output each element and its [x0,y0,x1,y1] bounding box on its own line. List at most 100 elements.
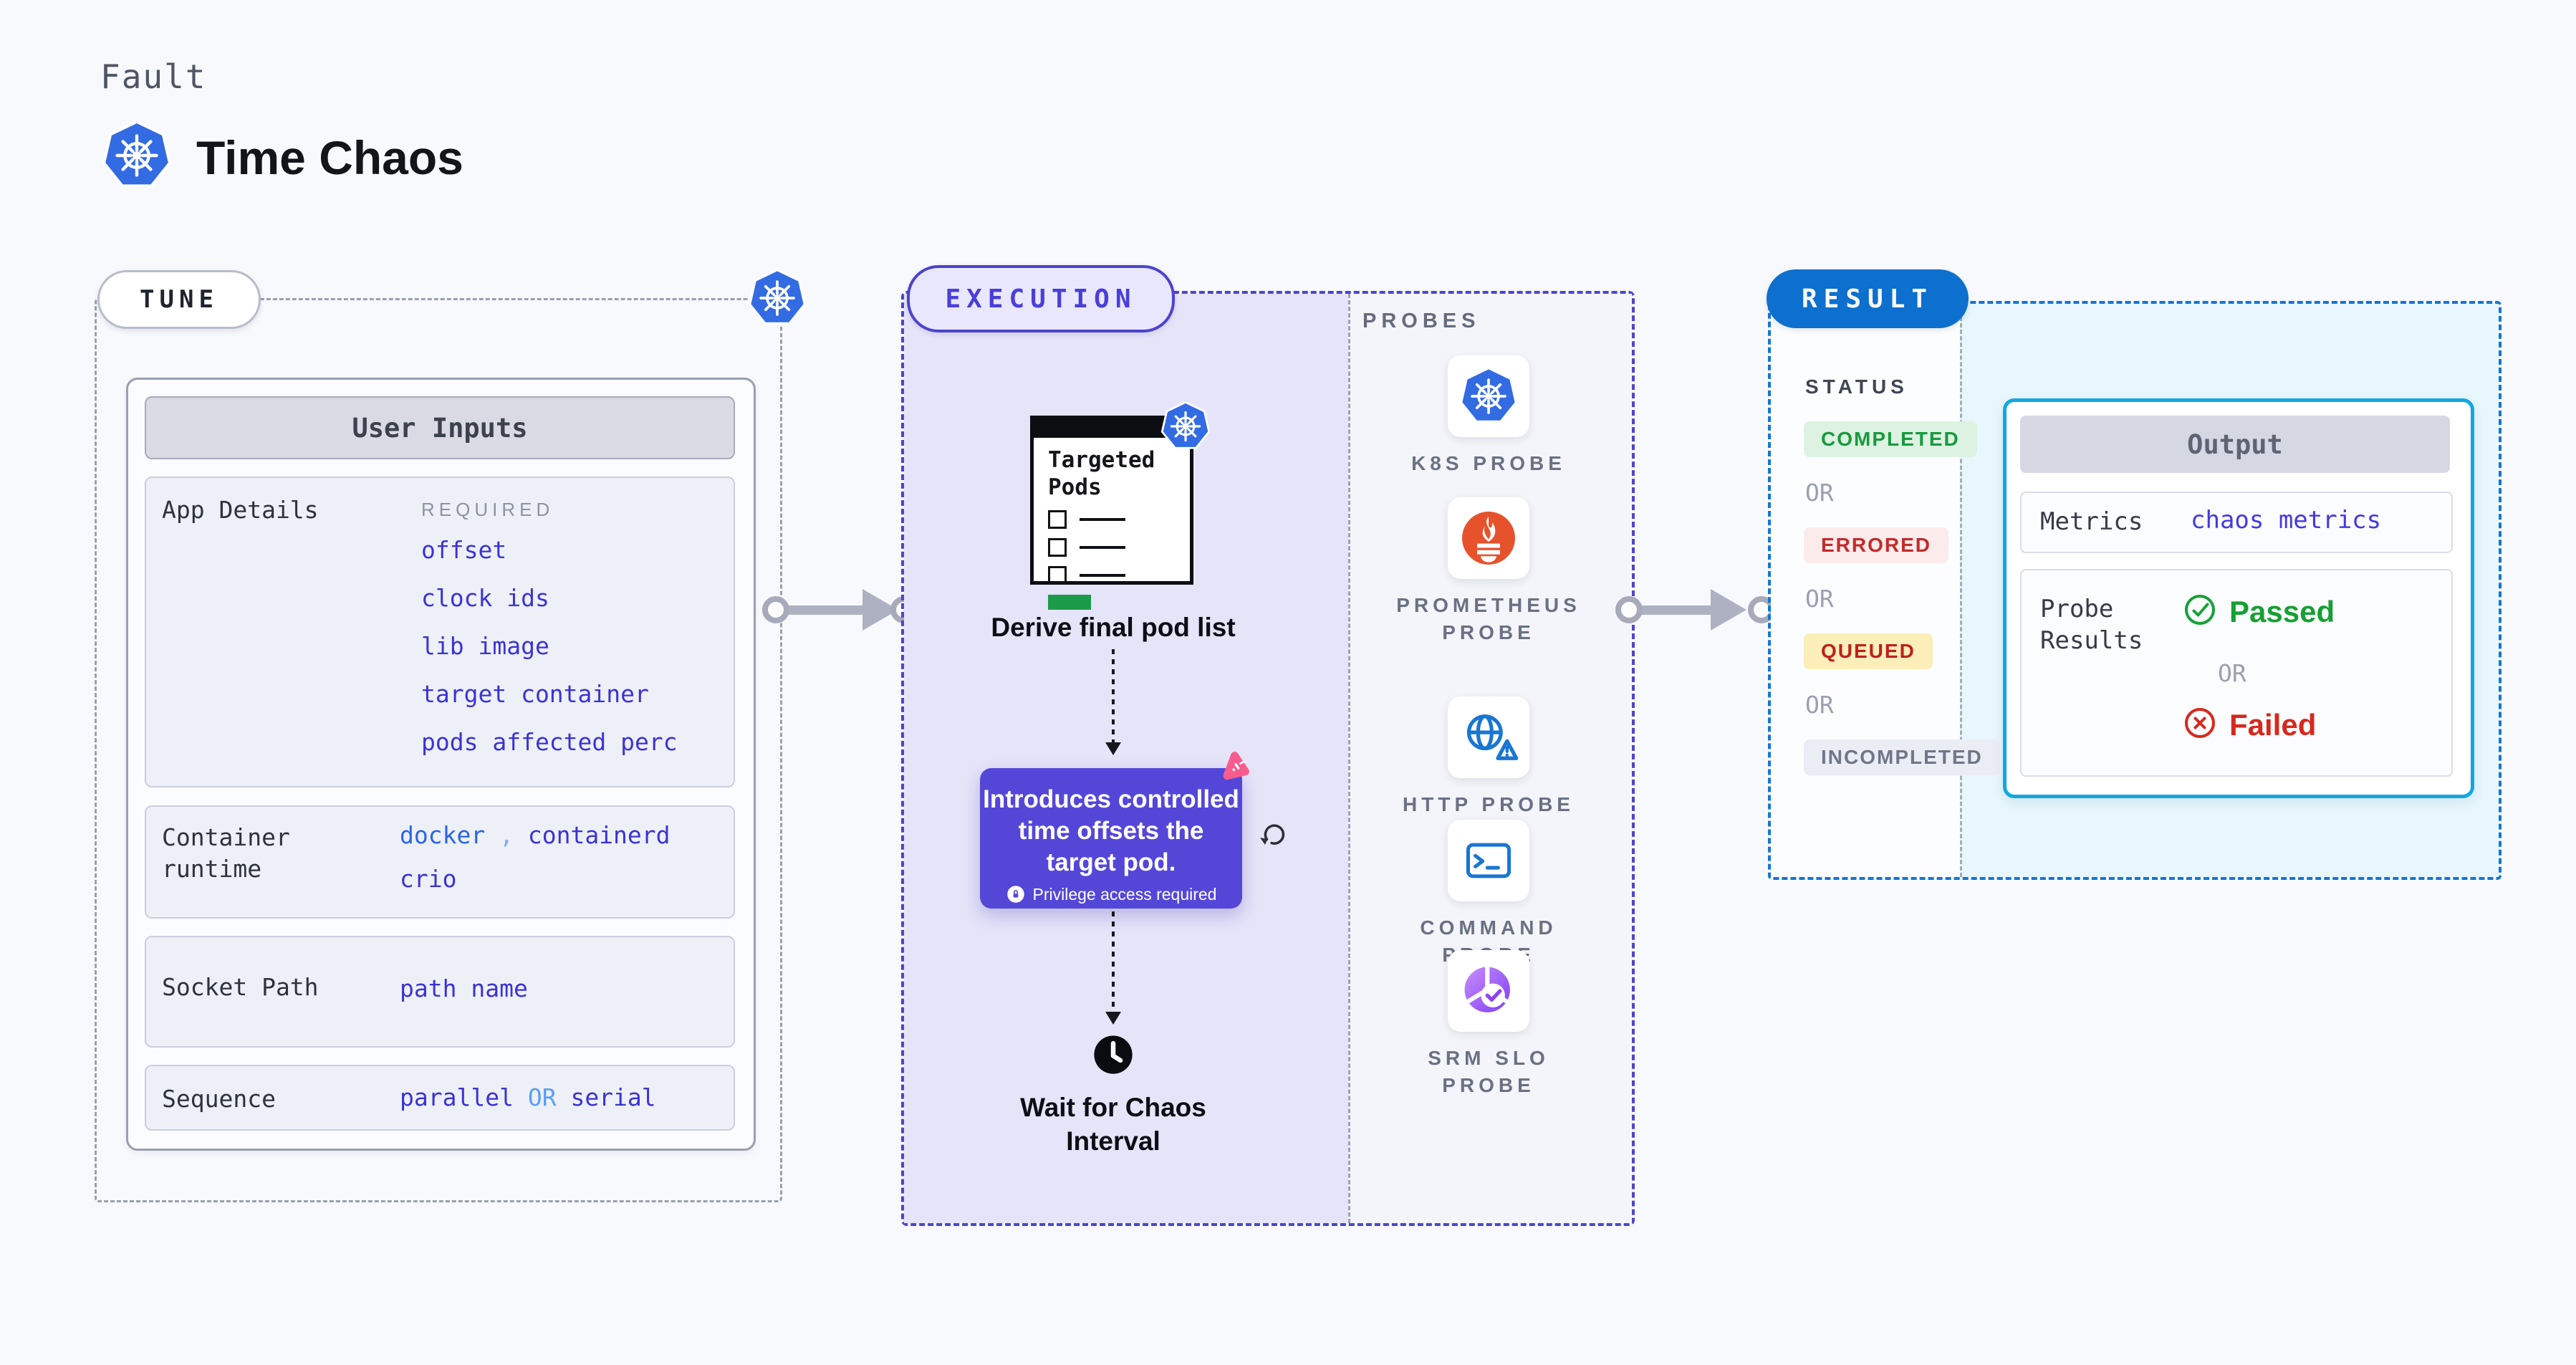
container-runtime-label: Container runtime [162,823,290,883]
sequence-row [145,1065,735,1131]
tune-badge-label: TUNE [140,285,218,314]
litmus-chaos-icon [1216,748,1255,787]
fault-description-tooltip: Introduces controlled time offsets the t… [980,768,1242,909]
pod-list-item [1048,566,1190,585]
k8s-probe-icon [1459,367,1518,426]
pod-line [1080,574,1125,577]
or-separator: OR [1805,691,1834,719]
app-details-label: App Details [162,496,319,524]
runtime-docker: docker [400,821,486,849]
arrow-execution-to-result [1638,605,1714,615]
wait-line2: Interval [1066,1126,1160,1156]
sequence-serial: serial [570,1083,656,1111]
pod-list-item [1048,510,1190,529]
prometheus-probe-icon [1458,508,1519,568]
status-title: STATUS [1805,375,1908,398]
probe-card-k8s [1448,355,1529,437]
user-inputs-header: User Inputs [145,396,735,459]
output-header: Output [2020,416,2450,473]
app-detail-value: target container [421,680,649,708]
http-probe-icon [1458,707,1519,768]
checkbox-icon [1048,566,1067,585]
checkbox-icon [1048,538,1067,557]
probe-results-label-line2: Results [2040,626,2143,655]
tooltip-line3: target pod. [1046,848,1176,876]
required-note: REQUIRED [421,499,554,520]
socket-path-row [145,936,735,1048]
refresh-loop-icon [1255,817,1291,853]
privilege-note: Privilege access required [1032,884,1217,904]
probes-title: PROBES [1363,310,1481,332]
socket-path-label: Socket Path [162,973,319,1001]
result-badge-label: RESULT [1801,284,1934,314]
flow-arrowhead-icon [1105,742,1121,755]
sequence-parallel: parallel [400,1083,514,1111]
or-separator: OR [1805,585,1834,613]
metrics-label: Metrics [2040,507,2143,536]
probe-label: K8S PROBE [1411,452,1566,474]
probe-label-line1: COMMAND [1420,916,1557,939]
wait-interval-label: Wait for Chaos Interval [999,1091,1228,1158]
kubernetes-logo-icon [102,120,172,191]
runtime-containerd: containerd [527,821,671,849]
flow-arrowhead-icon [1105,1012,1121,1025]
app-detail-value: clock ids [421,584,549,612]
sequence-values: parallel OR serial [400,1083,656,1111]
status-area [1771,304,1960,877]
tune-kubernetes-icon [748,269,807,327]
tooltip-line2: time offsets the [1018,817,1204,845]
probe-results-label-line1: Probe [2040,595,2114,623]
container-runtime-row [145,805,735,919]
or-separator: OR [1805,479,1834,507]
wait-line1: Wait for Chaos [1020,1093,1206,1122]
app-detail-value: lib image [421,632,549,660]
probe-label-line1: SRM SLO [1428,1047,1549,1069]
connector-dot [762,596,789,623]
fault-kicker: Fault [100,57,207,96]
socket-path-value: path name [400,974,528,1002]
probe-card-srm-slo [1448,950,1529,1032]
arrow-execution-to-result-head [1711,589,1746,631]
connector-dot [1615,596,1643,623]
probe-card-http [1448,696,1529,778]
failed-label: Failed [2229,708,2317,742]
sequence-or: OR [527,1083,557,1111]
output-title: Output [2187,428,2283,460]
runtime-crio: crio [400,865,457,893]
probe-label: PROMETHEUS PROBE [1360,592,1618,646]
probe-label-line2: PROBE [1442,1074,1535,1096]
status-badge-errored: ERRORED [1804,527,1949,563]
probe-results-row [2020,569,2453,777]
status-badge-queued: QUEUED [1804,633,1933,669]
pod-list-item [1048,538,1190,557]
step-derive-label: Derive final pod list [991,613,1236,642]
checkbox-icon [1048,510,1067,529]
or-separator: OR [2218,659,2246,687]
probe-label-line1: PROMETHEUS [1396,594,1581,616]
user-inputs-title: User Inputs [352,412,528,444]
passed-check-icon [2182,592,2218,628]
result-badge: RESULT [1767,269,1969,328]
execution-badge-label: EXECUTION [945,284,1137,314]
tooltip-line1: Introduces controlled [983,785,1239,813]
arrow-tune-to-execution [782,605,865,615]
pod-line [1080,518,1125,521]
probe-results-label: Probe Results [2040,593,2143,656]
targeted-pods-title-line1: Targeted [1048,447,1155,473]
pods-kubernetes-icon [1160,401,1211,451]
app-details-row [145,476,735,787]
clock-icon [1087,1029,1139,1081]
page-title: Time Chaos [196,131,463,184]
metrics-value: chaos metrics [2191,506,2382,535]
targeted-pods-title-line2: Pods [1048,474,1102,500]
flow-connector-dotted [1112,649,1115,742]
app-detail-value: pods affected perc [421,728,678,756]
flow-connector-dotted [1112,911,1115,1012]
probe-label-line2: PROBE [1442,621,1535,643]
probe-card-command [1448,820,1529,901]
failed-x-icon [2182,705,2218,741]
tune-section [95,298,782,1202]
lock-icon [1006,884,1026,904]
runtime-comma: , [499,821,514,849]
probe-label: HTTP PROBE [1403,793,1575,815]
